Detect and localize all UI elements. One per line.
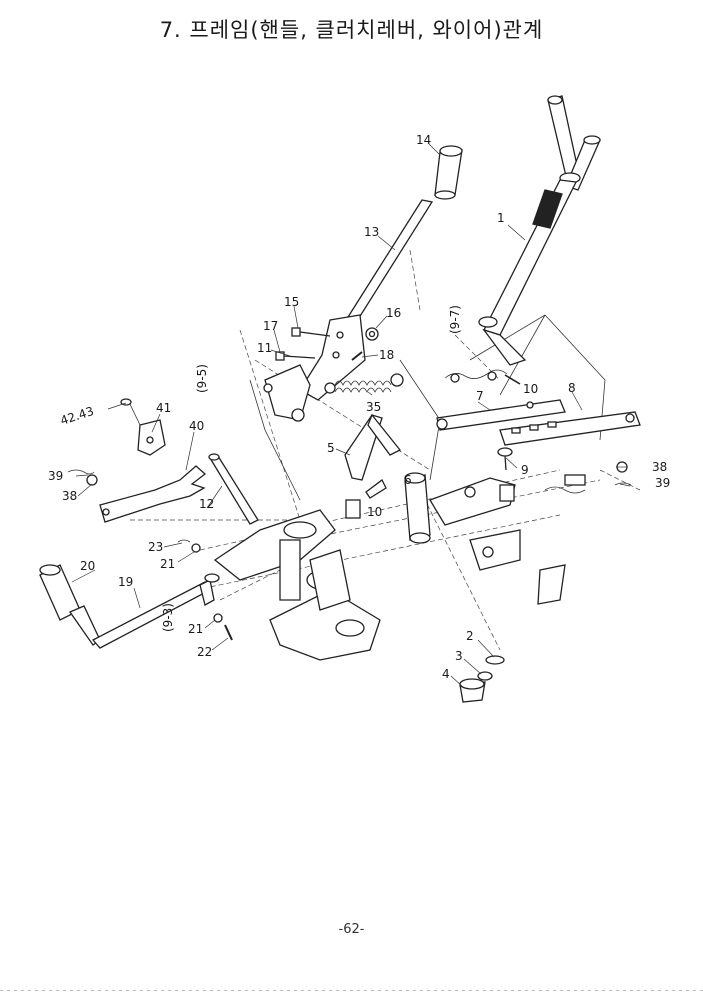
lower-frame-plate	[213, 509, 381, 661]
callout-41: 41	[156, 401, 171, 415]
callout-12: 12	[199, 497, 214, 511]
callout-40: 40	[189, 419, 204, 433]
callout-13: 13	[364, 225, 379, 239]
fasteners-upper	[275, 327, 379, 361]
callout-17: 17	[263, 319, 278, 333]
callout-14: 14	[416, 133, 431, 147]
hardware-lower	[177, 539, 233, 641]
callout-38-right: 38	[652, 460, 667, 474]
callout-11: 11	[257, 341, 272, 355]
link-arm-part-7	[436, 399, 566, 431]
flat-lever-part-40	[99, 465, 207, 523]
callout-16: 16	[386, 306, 401, 320]
callout-7: 7	[476, 389, 484, 403]
bolt-part-9	[497, 447, 513, 471]
callout-10-upper: 10	[523, 382, 538, 396]
callout-10-lower: 10	[367, 505, 382, 519]
scan-artifact-line	[0, 990, 703, 991]
ref-9-7: (9-7)	[448, 305, 462, 334]
ref-9-3: (9-3)	[161, 603, 175, 632]
callout-21-lower: 21	[188, 622, 203, 636]
leader-lines	[71, 142, 631, 688]
handle-tube-part-1	[478, 95, 601, 366]
callout-2: 2	[466, 629, 474, 643]
callout-5: 5	[327, 441, 335, 455]
wire-connector-upper	[444, 369, 521, 385]
callout-22: 22	[197, 645, 212, 659]
callout-6: 6	[404, 473, 412, 487]
callout-1: 1	[497, 211, 505, 225]
callout-18: 18	[379, 348, 394, 362]
clutch-lever-part-5	[344, 413, 402, 519]
callout-3: 3	[455, 649, 463, 663]
callout-21-upper: 21	[160, 557, 175, 571]
callout-15: 15	[284, 295, 299, 309]
grip-part-6	[404, 472, 431, 544]
callout-labels: 1 2 3 4 5 6 7 8 9 10 10 11 12 13 14 15 1…	[48, 133, 670, 681]
callout-35: 35	[366, 400, 381, 414]
callout-20: 20	[80, 559, 95, 573]
callout-38-left: 38	[62, 489, 77, 503]
callout-39-left: 39	[48, 469, 63, 483]
callout-8: 8	[568, 381, 576, 395]
clutch-mechanism	[429, 474, 586, 605]
pin-part-12	[208, 453, 259, 525]
callout-39-right: 39	[655, 476, 670, 490]
link-arm-part-8	[499, 411, 641, 446]
pedal-lever-part-19	[39, 564, 220, 649]
callout-23: 23	[148, 540, 163, 554]
page-title: 7. 프레임(핸들, 클러치레버, 와이어)관계	[159, 18, 544, 42]
lever-bracket	[263, 364, 311, 422]
callout-19: 19	[118, 575, 133, 589]
shift-lever-part-13	[299, 145, 463, 401]
page-number: -62-	[338, 922, 365, 937]
ref-9-5: (9-5)	[195, 364, 209, 393]
callout-9: 9	[521, 463, 529, 477]
callout-4: 4	[442, 667, 450, 681]
clips-left	[67, 469, 98, 486]
callout-42-43: 42.43	[59, 404, 96, 428]
cap-assembly-parts-2-3-4	[459, 655, 505, 703]
spring-part-35	[324, 373, 404, 394]
